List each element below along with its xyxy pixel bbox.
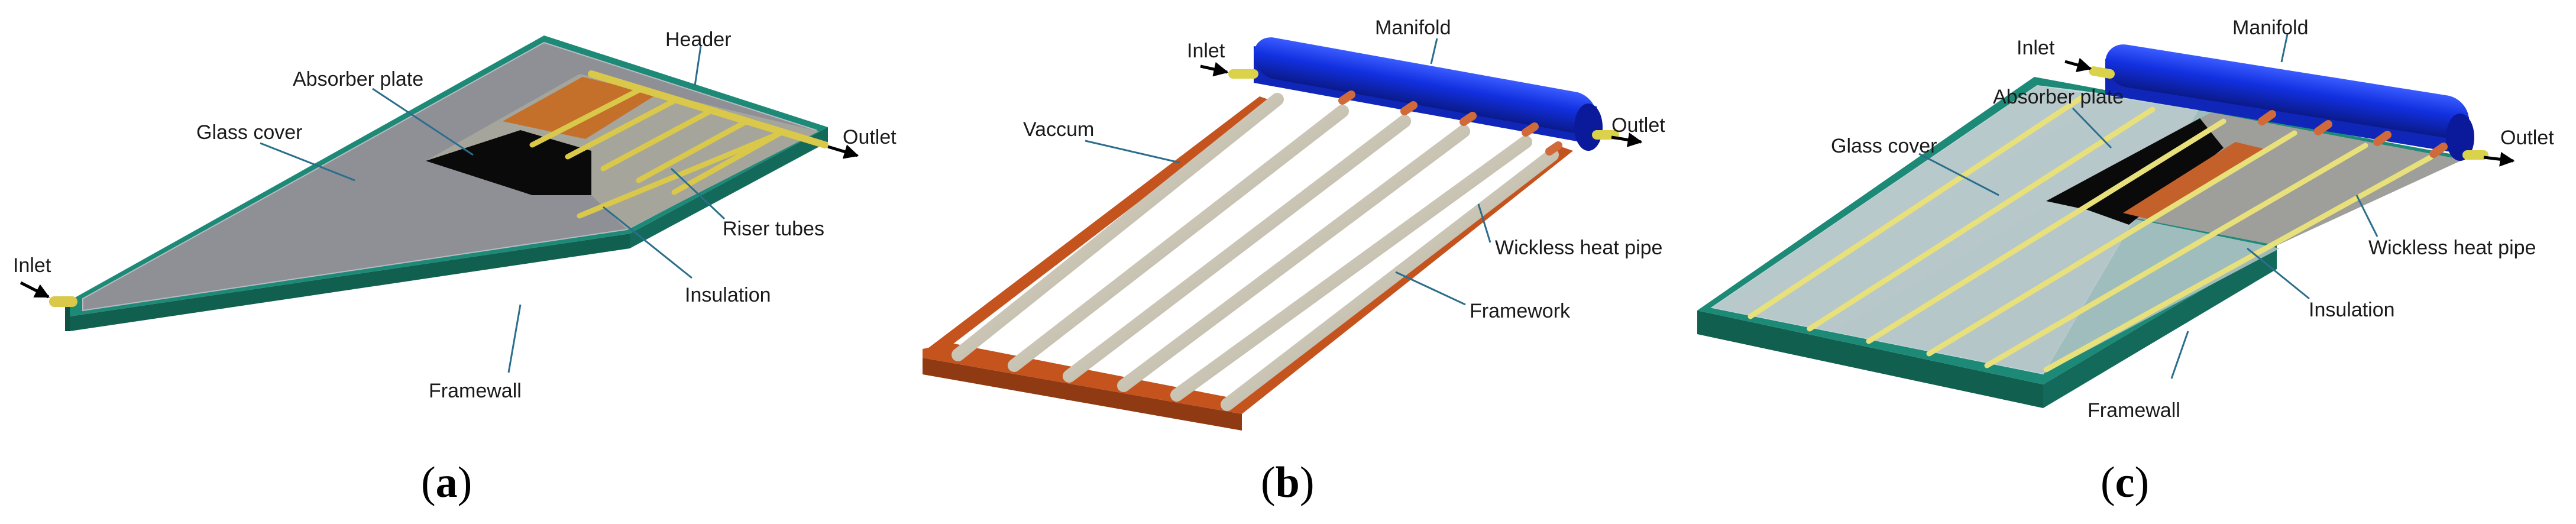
manifold-end-b [1574, 103, 1603, 151]
label-inlet-b: Inlet [1187, 40, 1225, 62]
framewall-right-c [2043, 245, 2277, 408]
framework-front-b [923, 358, 1242, 431]
inlet-arrow-c [2064, 57, 2092, 72]
manifold-c [2105, 44, 2469, 139]
leader-framewall-c [2170, 331, 2189, 379]
label-outlet-a: Outlet [843, 126, 897, 148]
leader-insulation-c [2247, 247, 2310, 300]
framewall-front-a [70, 234, 630, 331]
label-riser-a: Riser tubes [723, 218, 824, 240]
label-outlet-c: Outlet [2500, 127, 2554, 149]
label-framework-b: Framework [1470, 300, 1571, 322]
label-framewall-a: Framewall [429, 380, 522, 402]
leader-framework-b [1395, 271, 1466, 306]
leader-framewall-a [507, 304, 522, 373]
label-heatpipe-c: Wickless heat pipe [2368, 237, 2536, 259]
label-inlet-c: Inlet [2017, 37, 2055, 59]
label-glass-c: Glass cover [1831, 135, 1937, 157]
leader-heatpipe-c [2355, 195, 2378, 237]
label-insulation-c: Insulation [2309, 299, 2395, 321]
leader-header-a [694, 46, 702, 86]
leader-absorber-a [372, 88, 474, 156]
inlet-pipe-c [2089, 66, 2115, 79]
caption-a: (a) [421, 458, 472, 507]
manifold-b [1254, 37, 1597, 134]
label-absorber-a: Absorber plate [293, 68, 423, 90]
manifold-end-c [2446, 114, 2474, 161]
label-vaccum-b: Vaccum [1023, 118, 1094, 141]
label-header-a: Header [665, 28, 732, 51]
leader-heatpipe-b [1477, 203, 1491, 243]
outlet-arrow-a [827, 144, 859, 159]
leader-manifold-b [1430, 38, 1438, 64]
leader-insulation-a [603, 206, 692, 279]
leader-absorber-c [2072, 107, 2112, 149]
label-glass-a: Glass cover [196, 121, 303, 144]
outlet-arrow-c [2483, 151, 2515, 167]
absorber-copper-c [2123, 142, 2265, 220]
label-framewall-c: Framewall [2088, 399, 2180, 422]
heat-pipes-c [1747, 95, 2433, 373]
leader-manifold-c [2280, 34, 2289, 63]
framewall-right-a [630, 127, 828, 248]
framewall-left-a [65, 300, 70, 331]
leader-vaccum-b [1085, 140, 1180, 164]
outlet-arrow-b [1611, 132, 1643, 147]
framewall-front-c [1697, 310, 2043, 408]
framework-rail-left-b [925, 96, 1271, 354]
caption-b: (b) [1261, 458, 1314, 507]
leader-glass-c [1918, 153, 1999, 196]
label-inlet-a: Inlet [13, 254, 51, 277]
inlet-arrow-b [1200, 62, 1229, 77]
panel-b-heat-pipe-collector: Manifold Inlet Vaccum Outlet Wickless he… [923, 17, 1665, 507]
label-outlet-b: Outlet [1611, 114, 1665, 137]
label-manifold-b: Manifold [1375, 17, 1451, 39]
label-manifold-c: Manifold [2232, 17, 2309, 39]
riser-tubes-a [529, 86, 787, 219]
label-insulation-a: Insulation [685, 284, 771, 306]
heat-pipe-tips-b [1338, 90, 1562, 156]
header-tube-a [588, 70, 829, 148]
panel-a-flat-plate-collector: Header Absorber plate Glass cover Outlet… [13, 28, 897, 507]
label-heatpipe-b: Wickless heat pipe [1495, 237, 1662, 259]
vacuum-tubes-b [952, 93, 1559, 411]
absorber-plate-a [426, 130, 591, 195]
heat-pipe-tips-c [2258, 110, 2448, 158]
absorber-plate-c [2046, 118, 2224, 225]
absorber-copper-a [503, 77, 656, 139]
caption-c: (c) [2101, 458, 2149, 507]
leader-glass-a [260, 142, 355, 182]
inlet-arrow-a [20, 281, 50, 299]
leader-riser-a [670, 167, 726, 220]
label-absorber-c: Absorber plate [1993, 86, 2124, 108]
panel-c-hybrid-collector: Inlet Manifold Absorber plate Outlet Gla… [1697, 17, 2554, 507]
